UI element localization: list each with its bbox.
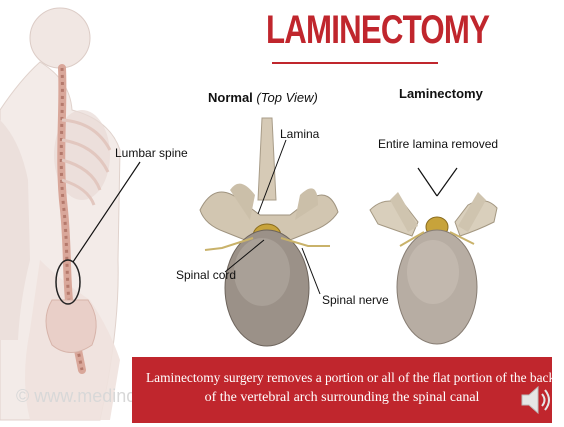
caption-line-2: of the vertebral arch surrounding the sp… <box>146 388 538 408</box>
normal-heading: Normal (Top View) <box>208 90 318 105</box>
normal-heading-note: (Top View) <box>256 90 317 105</box>
label-spinal-cord: Spinal cord <box>176 268 236 282</box>
label-lumbar-spine: Lumbar spine <box>115 146 188 160</box>
label-entire-lamina-removed: Entire lamina removed <box>378 137 498 151</box>
label-spinal-nerve: Spinal nerve <box>322 293 389 307</box>
normal-vertebra <box>200 118 338 346</box>
caption-line-1: Laminectomy surgery removes a portion or… <box>146 368 538 388</box>
laminectomy-heading: Laminectomy <box>399 86 483 101</box>
speaker-icon[interactable] <box>516 380 556 420</box>
title-underline <box>272 62 438 64</box>
normal-heading-main: Normal <box>208 90 253 105</box>
slide-title: LAMINECTOMY <box>266 4 414 56</box>
caption-banner: Laminectomy surgery removes a portion or… <box>132 357 552 423</box>
human-figure <box>0 8 140 420</box>
label-lamina: Lamina <box>280 127 319 141</box>
laminectomy-vertebra <box>370 168 497 344</box>
